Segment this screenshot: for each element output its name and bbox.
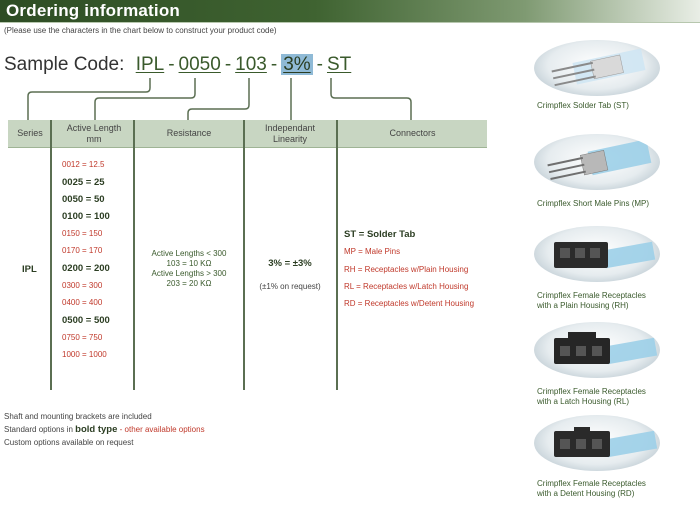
- detent-housing-icon: [534, 415, 660, 471]
- length-option-standard: 0025 = 25: [62, 177, 105, 188]
- header-active-length: Active Length mm: [66, 122, 122, 144]
- sample-code-separator: -: [270, 54, 278, 75]
- sample-code: Sample Code: IPL-0050-103-3%-ST: [4, 54, 351, 76]
- column-divider: [133, 120, 135, 390]
- length-option: 0300 = 300: [62, 281, 103, 290]
- footnote-legend: Standard options in bold type - other av…: [4, 424, 205, 435]
- photo-caption: Crimpflex Solder Tab (ST): [537, 101, 629, 111]
- photo-caption-line: with a Detent Housing (RD): [537, 489, 635, 498]
- photo-caption-line: with a Latch Housing (RL): [537, 397, 630, 406]
- column-divider: [336, 120, 338, 390]
- footnote-legend-suffix: - other available options: [117, 425, 205, 434]
- sample-code-label: Sample Code:: [4, 54, 125, 75]
- length-option: 1000 = 1000: [62, 350, 107, 359]
- footnote-included: Shaft and mounting brackets are included: [4, 412, 152, 421]
- plain-housing-icon: [534, 226, 660, 282]
- resistance-line: 203 = 20 KΩ: [166, 279, 212, 288]
- length-option: 0012 = 12.5: [62, 160, 105, 169]
- male-pins-icon: [534, 134, 660, 190]
- sample-code-resistance: 103: [235, 54, 267, 75]
- sample-code-connector: ST: [326, 54, 352, 75]
- connector-option: RD = Receptacles w/Detent Housing: [344, 299, 475, 308]
- sample-code-separator: -: [316, 54, 323, 75]
- table-header-row: Series Active Length mm Resistance Indep…: [8, 120, 487, 148]
- photo-caption: Crimpflex Short Male Pins (MP): [537, 199, 649, 209]
- length-option: 0750 = 750: [62, 333, 103, 342]
- header-series: Series: [17, 128, 43, 138]
- solder-tab-icon: [534, 40, 660, 96]
- page-title: Ordering information: [6, 1, 180, 20]
- connector-option: MP = Male Pins: [344, 247, 401, 256]
- photo-caption-line: with a Plain Housing (RH): [537, 301, 629, 310]
- photo-caption-line: Crimpflex Solder Tab (ST): [537, 101, 629, 110]
- length-option: 0170 = 170: [62, 246, 103, 255]
- resistance-line: Active Lengths > 300: [151, 269, 227, 278]
- sample-code-linearity: 3%: [281, 54, 313, 75]
- footnote-legend-prefix: Standard options in: [4, 425, 76, 434]
- header-linearity: Independant Linearity: [264, 122, 316, 144]
- linearity-note: (±1% on request): [259, 282, 321, 291]
- series-value: IPL: [22, 264, 37, 275]
- column-divider: [243, 120, 245, 390]
- length-option-standard: 0500 = 500: [62, 315, 110, 326]
- resistance-options: Active Lengths < 300 103 = 10 KΩ Active …: [136, 249, 242, 289]
- column-divider: [50, 120, 52, 390]
- length-option: 0150 = 150: [62, 229, 103, 238]
- header-connectors: Connectors: [389, 128, 436, 138]
- connector-option: RH = Receptacles w/Plain Housing: [344, 265, 469, 274]
- sample-code-length: 0050: [178, 54, 221, 75]
- photo-caption-line: Crimpflex Short Male Pins (MP): [537, 199, 650, 208]
- length-option-standard: 0050 = 50: [62, 194, 105, 205]
- resistance-connector-line: [187, 78, 250, 120]
- header-bar: Ordering information: [0, 0, 700, 22]
- sample-code-separator: -: [168, 54, 175, 75]
- instruction-text: (Please use the characters in the chart …: [4, 26, 277, 35]
- length-option-standard: 0200 = 200: [62, 263, 110, 274]
- photo-caption-line: Crimpflex Female Receptacles: [537, 479, 646, 488]
- length-connector-line: [94, 78, 196, 120]
- latch-housing-icon: [534, 322, 660, 378]
- header-divider: [0, 22, 700, 23]
- photo-caption: Crimpflex Female Receptacles with a Dete…: [537, 479, 646, 499]
- photo-caption-line: Crimpflex Female Receptacles: [537, 387, 646, 396]
- length-option: 0400 = 400: [62, 298, 103, 307]
- linearity-value: 3% = ±3%: [268, 258, 312, 269]
- photo-caption: Crimpflex Female Receptacles with a Plai…: [537, 291, 646, 311]
- length-option-standard: 0100 = 100: [62, 211, 110, 222]
- series-connector-line: [27, 78, 151, 120]
- footnote-legend-bold: bold type: [75, 424, 118, 435]
- connector-connector-line: [330, 78, 412, 120]
- resistance-line: 103 = 10 KΩ: [166, 259, 212, 268]
- photo-caption: Crimpflex Female Receptacles with a Latc…: [537, 387, 646, 407]
- resistance-line: Active Lengths < 300: [151, 249, 227, 258]
- footnote-custom: Custom options available on request: [4, 438, 134, 447]
- sample-code-separator: -: [224, 54, 232, 75]
- photo-caption-line: Crimpflex Female Receptacles: [537, 291, 646, 300]
- connector-option-standard: ST = Solder Tab: [344, 229, 416, 240]
- sample-code-series: IPL: [135, 54, 165, 75]
- header-resistance: Resistance: [166, 128, 212, 138]
- connector-option: RL = Receptacles w/Latch Housing: [344, 282, 469, 291]
